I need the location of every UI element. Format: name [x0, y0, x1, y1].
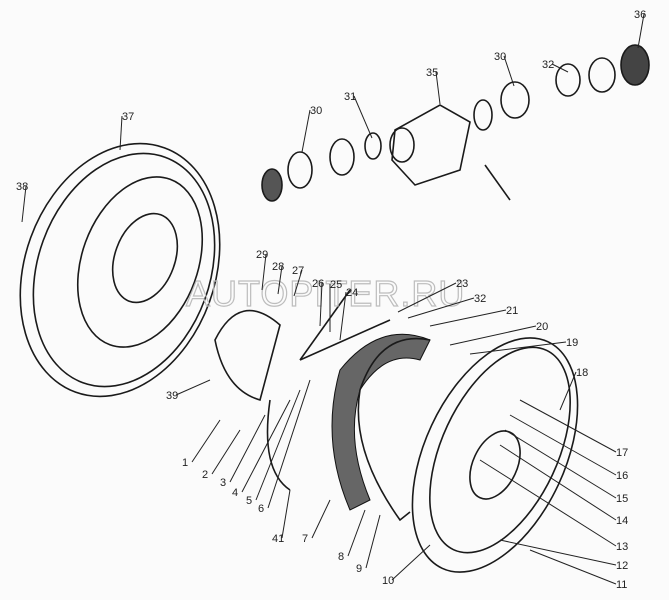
leader-line — [365, 514, 381, 569]
leader-line — [119, 115, 123, 151]
callout-number: 4 — [232, 487, 238, 499]
leader-line — [397, 282, 457, 313]
callout-number: 17 — [616, 447, 628, 459]
callout-number: 8 — [338, 551, 344, 563]
callout-number: 18 — [576, 367, 588, 379]
callout-number: 3 — [220, 477, 226, 489]
callout-number: 20 — [536, 321, 548, 333]
leader-line — [241, 399, 291, 493]
callout-number: 29 — [256, 249, 268, 261]
leader-line — [435, 71, 441, 105]
callout-number: 27 — [292, 265, 304, 277]
leader-line — [504, 429, 617, 499]
leader-line — [499, 539, 617, 566]
callout-number: 7 — [302, 533, 308, 545]
leader-line — [311, 499, 331, 539]
callout-number: 38 — [16, 181, 28, 193]
wheel-cylinder-parts — [261, 44, 650, 202]
leader-line — [347, 509, 366, 557]
leader-line — [175, 379, 211, 396]
callout-number: 35 — [426, 67, 438, 79]
watermark: AUTOPITER.RU — [186, 273, 465, 314]
callout-number: 5 — [246, 495, 252, 507]
leader-line — [551, 63, 569, 73]
leader-line — [391, 544, 431, 581]
leader-line — [559, 371, 577, 411]
leader-line — [449, 325, 537, 346]
leader-line — [281, 489, 291, 539]
leader-line — [191, 419, 221, 463]
leader-line — [637, 13, 645, 49]
callout-number: 12 — [616, 560, 628, 572]
callout-number: 21 — [506, 305, 518, 317]
callout-number: 1 — [182, 457, 188, 469]
callout-number: 24 — [346, 287, 358, 299]
callout-number: 6 — [258, 503, 264, 515]
leader-line — [407, 297, 475, 319]
leader-line — [353, 95, 373, 139]
callout-number: 14 — [616, 515, 628, 527]
leader-line — [229, 414, 266, 483]
backing-plate — [411, 337, 579, 573]
leader-line — [277, 265, 283, 295]
brake-drum — [19, 142, 221, 398]
leader-line — [339, 291, 347, 341]
leader-line — [211, 429, 241, 475]
leader-line — [469, 341, 567, 355]
brake-shoe — [331, 333, 431, 522]
callout-number: 26 — [312, 278, 324, 290]
leader-line — [499, 444, 617, 521]
callout-number: 31 — [344, 91, 356, 103]
callout-number: 15 — [616, 493, 628, 505]
callout-number: 19 — [566, 337, 578, 349]
callout-number: 2 — [202, 469, 208, 481]
callout-number: 23 — [456, 278, 468, 290]
leader-line — [503, 55, 515, 87]
leader-line — [267, 379, 311, 509]
callout-number: 32 — [474, 293, 486, 305]
leader-line — [319, 282, 323, 327]
leader-line — [293, 269, 303, 297]
callout-number: 16 — [616, 470, 628, 482]
callout-number: 32 — [542, 59, 554, 71]
callout-number: 28 — [272, 261, 284, 273]
callout-number: 9 — [356, 563, 362, 575]
callout-number: 30 — [310, 105, 322, 117]
leader-line — [519, 399, 617, 453]
callout-number: 30 — [494, 51, 506, 63]
leader-line — [529, 549, 617, 585]
leader-line — [429, 309, 507, 327]
callout-number: 13 — [616, 541, 628, 553]
leader-line — [509, 414, 617, 476]
callout-number: 11 — [616, 579, 627, 591]
leader-line — [261, 253, 267, 291]
callout-number: 36 — [634, 9, 646, 21]
callout-number: 25 — [330, 279, 342, 291]
callout-number: 41 — [272, 533, 284, 545]
callout-number: 39 — [166, 390, 178, 402]
leader-line — [301, 109, 311, 153]
parking-lever — [214, 289, 391, 491]
callout-number: 10 — [382, 575, 394, 587]
leader-line — [479, 459, 617, 547]
leader-line — [255, 389, 301, 501]
callout-number: 37 — [122, 111, 134, 123]
leader-line — [21, 185, 27, 223]
